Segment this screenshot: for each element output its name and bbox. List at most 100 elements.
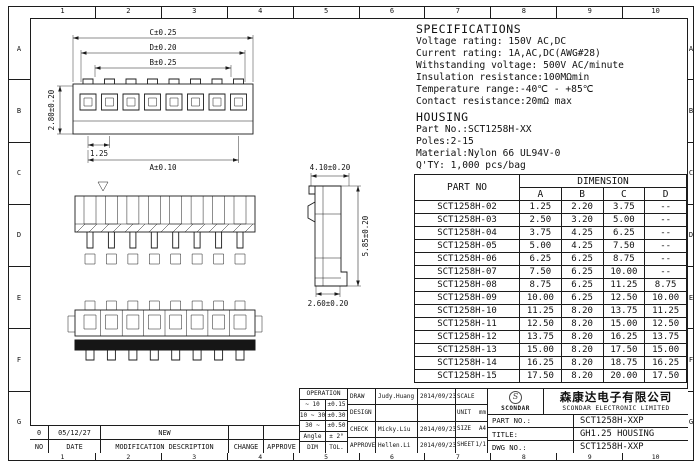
zone-row-label: B (688, 79, 694, 141)
dim-c-cell: 11.25 (602, 278, 646, 292)
dim-d-cell: 13.75 (644, 330, 687, 344)
part-no-cell: SCT1258H-04 (414, 226, 520, 240)
dim-a-cell: 8.75 (519, 278, 562, 292)
company-name-en: SCONDAR ELECTRONIC LIMITED (562, 404, 670, 412)
zone-column-label: 2 (94, 6, 161, 18)
signoff-row: APPROVE Hellen.Li 2014/09/23 (348, 436, 455, 453)
table-row: SCT1258H-10 11.25 8.20 13.75 11.25 (414, 304, 687, 318)
specifications-title: SPECIFICATIONS (416, 22, 522, 36)
dim-b-cell: 6.25 (560, 265, 604, 279)
zone-column-label: 3 (160, 6, 227, 18)
dim-label-side-bottom: 2.60±0.20 (308, 299, 349, 308)
dim-d-cell: 16.25 (644, 356, 687, 370)
dim-b-cell: 8.20 (560, 343, 604, 357)
part-no-value: SCT1258H-XXP (580, 415, 644, 426)
zone-column-label: 9 (556, 453, 622, 461)
signoff-block: DRAW Judy.Huang 2014/09/23 DESIGN CHECK … (348, 389, 456, 453)
dim-c-cell: 7.50 (602, 239, 646, 253)
zone-column-label: 6 (358, 6, 425, 18)
signoff-name: Judy.Huang (376, 389, 418, 405)
sheet-meta-label: SIZE (457, 426, 471, 433)
dim-a-cell: 7.50 (519, 265, 562, 279)
zone-column-label: 6 (358, 453, 425, 461)
tolerance-range: 10 ~ 30 (299, 410, 326, 420)
part-no-cell: SCT1258H-06 (414, 252, 520, 266)
scondar-logo-text: SCONDAR (501, 404, 530, 412)
sheet-meta-label: SHEET (457, 442, 475, 449)
table-row: SCT1258H-06 6.25 6.25 8.75 -- (414, 252, 687, 266)
dim-b-cell: 8.20 (560, 330, 604, 344)
zone-column-label: 5 (292, 453, 359, 461)
zone-column-label: 7 (424, 6, 490, 18)
zone-column-label: 4 (226, 453, 293, 461)
dim-label-side-width: 4.10±0.20 (310, 163, 351, 172)
revision-header-cell: APPROVE (263, 440, 299, 453)
revision-cell (263, 426, 299, 439)
sheet-meta-label: UNIT (457, 409, 471, 416)
zone-column-label: 1 (60, 453, 65, 461)
dim-a-cell: 15.00 (519, 343, 562, 357)
title-row: TITLE: GH1.25 HOUSING (488, 427, 688, 441)
table-row: SCT1258H-09 10.00 6.25 12.50 10.00 (414, 291, 687, 305)
tolerance-footer-tol: TOL. (329, 444, 344, 451)
housing-front-outline (72, 78, 254, 135)
table-row: SCT1258H-14 16.25 8.20 18.75 16.25 (414, 356, 687, 370)
housing-line: Poles:2-15 (416, 136, 474, 147)
dim-b-cell: 6.25 (560, 291, 604, 305)
sheet-meta-row: SHEET 1/1 (456, 436, 487, 453)
revision-header-cell: MODIFICATION DESCRIPTION (100, 440, 228, 453)
signoff-role: DRAW (348, 389, 376, 405)
dim-d-cell: 12.50 (644, 317, 687, 331)
dim-c-cell: 6.25 (602, 226, 646, 240)
dim-label-a: A±0.10 (149, 163, 177, 172)
dim-a-cell: 11.25 (519, 304, 562, 318)
dwg-no-value: SCT1258H-XXP (580, 442, 644, 453)
dim-d-cell: -- (644, 200, 687, 214)
scondar-logo-icon: S (509, 390, 522, 404)
signoff-date: 2014/09/23 (420, 393, 455, 401)
dim-b-cell: 4.25 (560, 226, 604, 240)
dim-c-cell: 5.00 (602, 213, 646, 227)
revision-header-cell: NO (34, 442, 44, 451)
zone-column-label: 7 (424, 453, 490, 461)
title-block: OPERATION ~ 10 ±0.15 10 ~ 30 ±0.30 30 ~ … (299, 388, 688, 454)
tolerance-value: ± 2° (329, 432, 344, 440)
zone-column-label: 3 (160, 453, 227, 461)
rear-view-drawing (74, 181, 256, 265)
zone-column-label: 10 (622, 6, 688, 18)
dim-a-cell: 16.25 (519, 356, 562, 370)
revision-cell (228, 426, 263, 439)
dim-label-height: 2.80±0.20 (48, 89, 56, 130)
table-row: SCT1258H-11 12.50 8.20 15.00 12.50 (414, 317, 687, 331)
dim-c-cell: 20.00 (602, 369, 646, 383)
dimension-column-header: C (602, 187, 646, 201)
zone-row-label: C (8, 141, 30, 204)
part-no-label: PART NO.: (488, 414, 574, 428)
housing-line: Q'TY: 1,000 pcs/bag (416, 160, 526, 171)
signoff-row: DESIGN (348, 404, 455, 421)
first-pin-marker (97, 181, 109, 192)
zone-row-label: G (688, 390, 694, 453)
dim-c-cell: 18.75 (602, 356, 646, 370)
table-row: SCT1258H-15 17.50 8.20 20.00 17.50 (414, 369, 687, 383)
sheet-meta-row: SCALE (456, 389, 487, 404)
sheet-meta-value: A4 (479, 426, 486, 433)
dim-c-cell: 8.75 (602, 252, 646, 266)
signoff-date: 2014/09/23 (420, 441, 455, 449)
zone-column-label: 8 (490, 6, 556, 18)
zone-row-label: D (688, 203, 694, 266)
part-no-cell: SCT1258H-03 (414, 213, 520, 227)
part-no-header: PART NO (414, 174, 520, 201)
dim-a-cell: 12.50 (519, 317, 562, 331)
tolerance-row: Angle ± 2° (300, 431, 347, 442)
part-no-cell: SCT1258H-08 (414, 278, 520, 292)
dim-b-cell: 4.25 (560, 239, 604, 253)
housing-side-outline (307, 185, 348, 287)
zone-row-label: D (8, 203, 30, 266)
part-no-cell: SCT1258H-13 (414, 343, 520, 357)
zone-column-label: 5 (292, 6, 359, 18)
